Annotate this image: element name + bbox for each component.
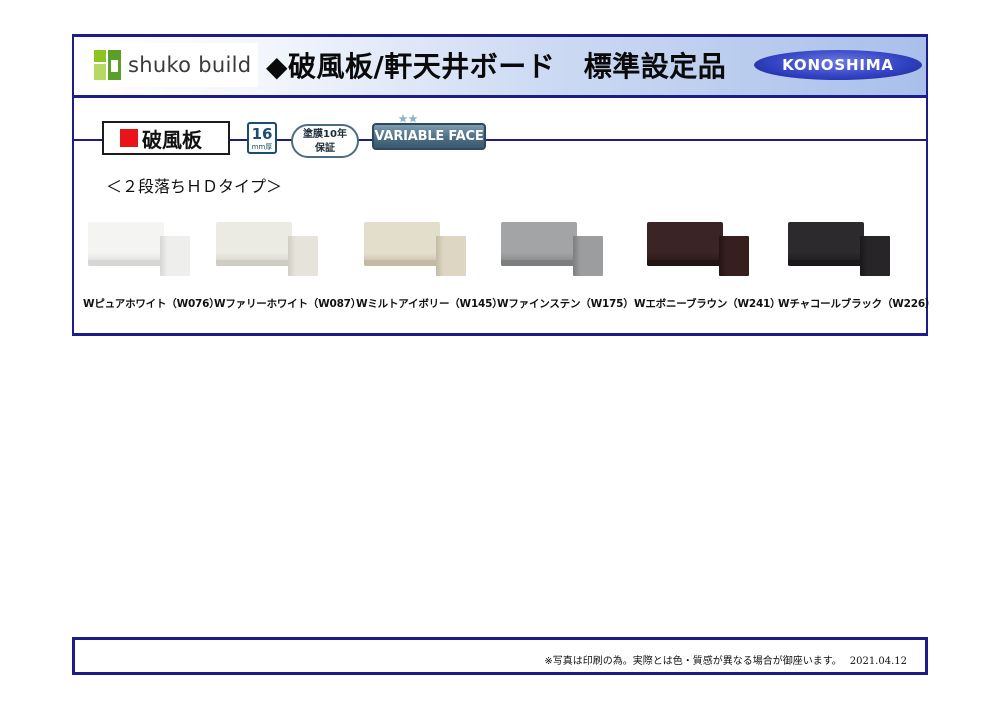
board-sample — [216, 222, 292, 266]
logo-text: shuko build — [128, 53, 252, 77]
thickness-badge: 16 mm厚 — [247, 122, 277, 154]
footer-box: ※写真は印刷の為。実際とは色・質感が異なる場合が御座います。 2021.04.12 — [72, 637, 928, 675]
page-frame — [72, 34, 928, 336]
swatch-label: Wファインステン（W175） — [497, 298, 634, 310]
konoshima-brand-badge: KONOSHIMA — [754, 50, 922, 80]
board-sample — [501, 222, 577, 266]
board-end-sample — [573, 236, 603, 276]
warranty-line1: 塗膜10年 — [303, 129, 347, 140]
stars-icon — [398, 114, 418, 123]
product-type-subtitle: ＜２段落ちＨＤタイプ＞ — [106, 177, 283, 196]
section-label: 破風板 — [102, 121, 230, 155]
swatch-label: Wミルトアイボリー（W145） — [356, 298, 503, 310]
section-rule — [74, 139, 926, 141]
board-sample — [364, 222, 440, 266]
board-end-sample — [436, 236, 466, 276]
shuko-build-logo: shuko build — [88, 43, 258, 87]
frame-bottom-rule — [72, 333, 928, 336]
color-swatch — [647, 218, 765, 282]
swatch-label: Wピュアホワイト（W076） — [83, 298, 220, 310]
document-date: 2021.04.12 — [849, 656, 907, 667]
color-swatch — [216, 218, 334, 282]
header-rule — [74, 95, 926, 98]
section-label-text: 破風板 — [142, 127, 202, 152]
color-swatch — [788, 218, 906, 282]
warranty-badge: 塗膜10年 保証 — [291, 124, 359, 158]
board-end-sample — [288, 236, 318, 276]
board-sample — [88, 222, 164, 266]
board-end-sample — [719, 236, 749, 276]
disclaimer-text: ※写真は印刷の為。実際とは色・質感が異なる場合が御座います。 — [544, 656, 842, 667]
thickness-unit: mm厚 — [251, 143, 273, 151]
footer-note: ※写真は印刷の為。実際とは色・質感が異なる場合が御座います。 2021.04.12 — [544, 652, 907, 667]
page-title: ◆破風板/軒天井ボード 標準設定品 — [266, 50, 727, 83]
thickness-value: 16 — [251, 125, 273, 143]
color-swatch — [88, 218, 206, 282]
warranty-line2: 保証 — [315, 143, 335, 154]
swatch-label: Wエボニーブラウン（W241） — [634, 298, 781, 310]
board-sample — [788, 222, 864, 266]
color-swatch — [501, 218, 619, 282]
swatch-label: Wファリーホワイト（W087） — [214, 298, 362, 310]
red-square-icon — [120, 129, 138, 147]
variable-face-badge: VARIABLE FACE — [372, 123, 486, 150]
shuko-logo-icon — [94, 50, 121, 80]
board-sample — [647, 222, 723, 266]
swatch-label: Wチャコールブラック（W226） — [778, 298, 936, 310]
board-end-sample — [860, 236, 890, 276]
board-end-sample — [160, 236, 190, 276]
color-swatch — [364, 218, 482, 282]
